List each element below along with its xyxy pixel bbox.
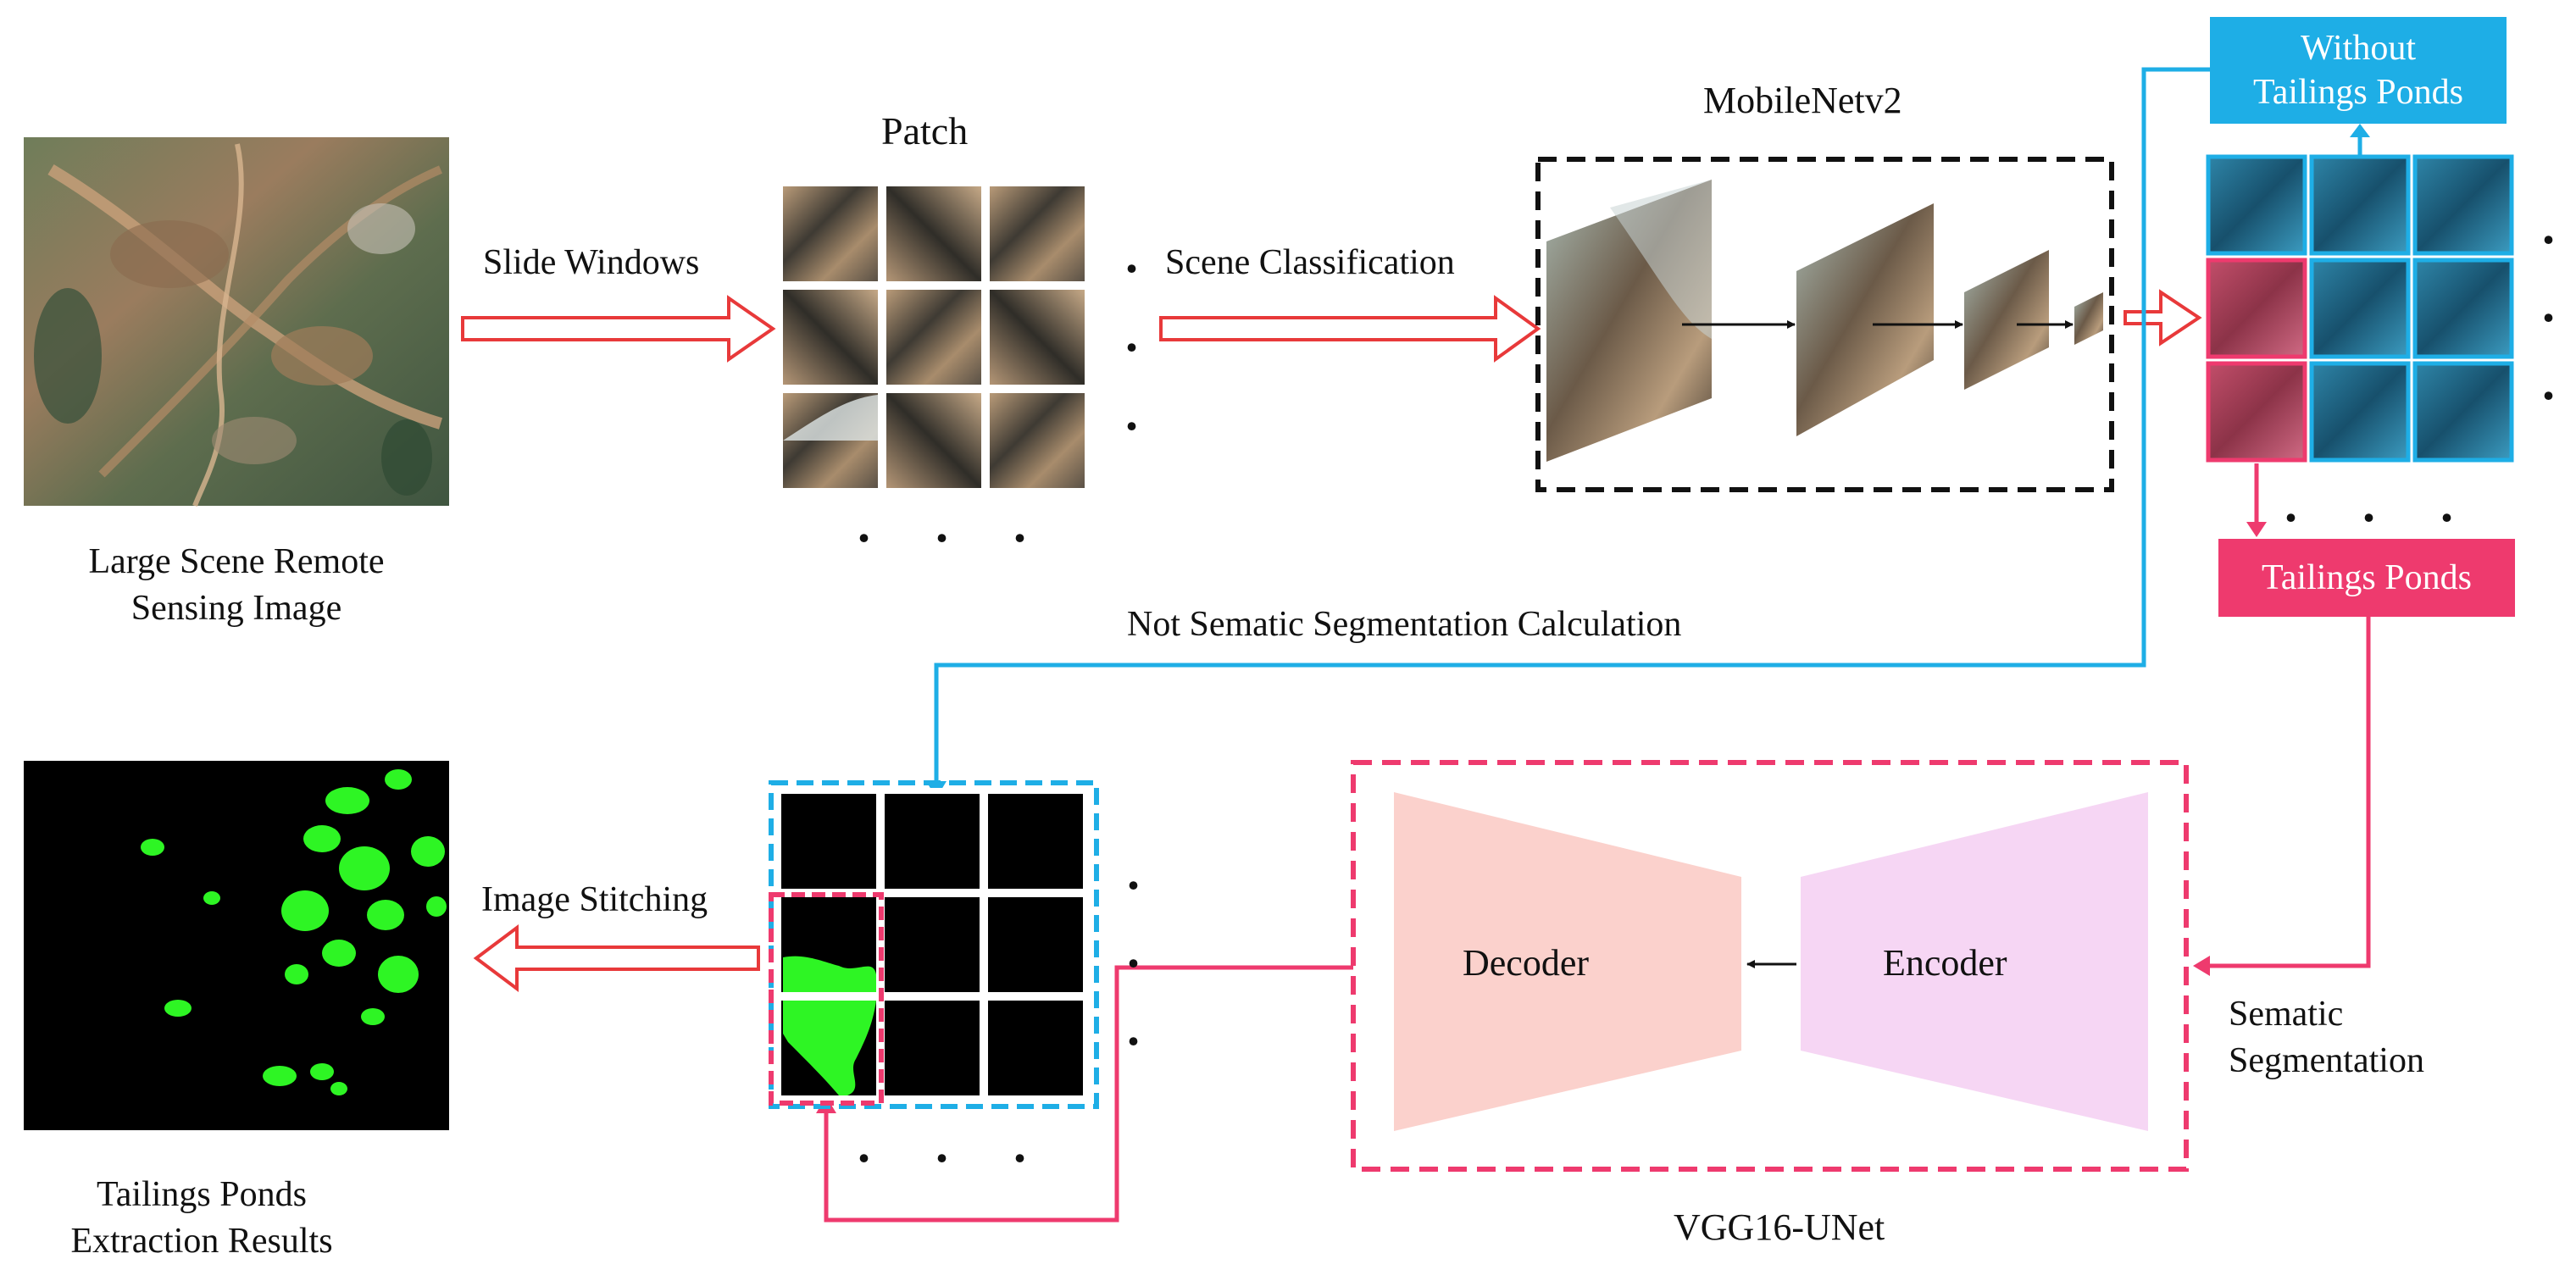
image-stitching-arrow: [473, 924, 760, 992]
ellipsis-classified-bottom-2: .: [2362, 476, 2375, 532]
without-line2: Tailings Ponds: [2253, 73, 2463, 112]
output-image-caption: Tailings Ponds Extraction Results: [24, 1172, 380, 1264]
ellipsis-stitched-right-2: .: [1127, 922, 1140, 978]
large-scene-image: [24, 137, 449, 507]
output-caption-line1: Tailings Ponds: [97, 1175, 307, 1214]
ellipsis-patch-right-1: .: [1125, 227, 1138, 283]
ellipsis-classified-right-2: .: [2542, 276, 2555, 332]
classifier-output-arrow: [2124, 289, 2202, 347]
ellipsis-patch-bottom-1: .: [858, 496, 870, 552]
scene-classification-label: Scene Classification: [1165, 243, 1455, 282]
without-tailings-box: [2210, 17, 2507, 124]
classified-grid: [2206, 154, 2514, 463]
stitched-grid: [769, 780, 1099, 1109]
tailings-ponds-label: Tailings Ponds: [2262, 557, 2472, 597]
without-tailings-label: Without Tailings Ponds: [2210, 17, 2507, 124]
ellipsis-stitched-bottom-1: .: [858, 1117, 870, 1173]
segmentation-path: [2207, 617, 2371, 968]
input-caption-line1: Large Scene Remote: [88, 542, 385, 581]
mobilenet-box: [1535, 157, 2114, 492]
extraction-results-image: [24, 761, 449, 1130]
ellipsis-stitched-right-3: .: [1127, 1000, 1140, 1056]
tailings-ponds-box: [2218, 539, 2515, 617]
ellipsis-patch-right-3: .: [1125, 385, 1138, 441]
segmentation-line1: Sematic: [2229, 995, 2344, 1034]
ellipsis-classified-bottom-3: .: [2440, 476, 2453, 532]
stitch-feed-path: [824, 965, 1353, 1223]
mobilenet-title: MobileNetv2: [1703, 80, 1902, 121]
decoder-shape: [1394, 792, 1741, 1131]
image-stitching-label: Image Stitching: [481, 880, 708, 919]
slide-windows-label: Slide Windows: [483, 243, 700, 282]
ellipsis-patch-bottom-3: .: [1013, 496, 1026, 552]
ellipsis-classified-bottom-1: .: [2285, 476, 2297, 532]
decoder-label: Decoder: [1463, 942, 1590, 984]
segmentation-label: Sematic Segmentation: [2229, 991, 2424, 1084]
scene-classification-arrow: [1159, 295, 1541, 363]
segmentation-line2: Segmentation: [2229, 1040, 2424, 1080]
ellipsis-stitched-bottom-2: .: [935, 1117, 948, 1173]
input-caption-line2: Sensing Image: [130, 588, 342, 628]
ellipsis-classified-right-3: .: [2542, 354, 2555, 410]
patch-grid: [781, 185, 1085, 488]
patch-title: Patch: [881, 109, 969, 152]
ellipsis-stitched-right-1: .: [1127, 844, 1140, 900]
encoder-shape: [1801, 792, 2148, 1131]
encoder-label: Encoder: [1883, 942, 2007, 984]
not-segmentation-label: Not Sematic Segmentation Calculation: [1127, 605, 1682, 644]
ellipsis-classified-right-1: .: [2542, 198, 2555, 254]
ellipsis-patch-bottom-2: .: [935, 496, 948, 552]
not-segmentation-path: [934, 67, 2210, 784]
feature-maps: [1546, 180, 2103, 462]
ellipsis-stitched-bottom-3: .: [1013, 1117, 1026, 1173]
output-caption-line2: Extraction Results: [70, 1221, 333, 1261]
without-line1: Without: [2301, 28, 2416, 68]
ellipsis-patch-right-2: .: [1125, 306, 1138, 362]
vgg-unet-title: VGG16-UNet: [1674, 1206, 1885, 1248]
input-image-caption: Large Scene Remote Sensing Image: [24, 539, 449, 631]
slide-windows-arrow: [461, 295, 776, 363]
